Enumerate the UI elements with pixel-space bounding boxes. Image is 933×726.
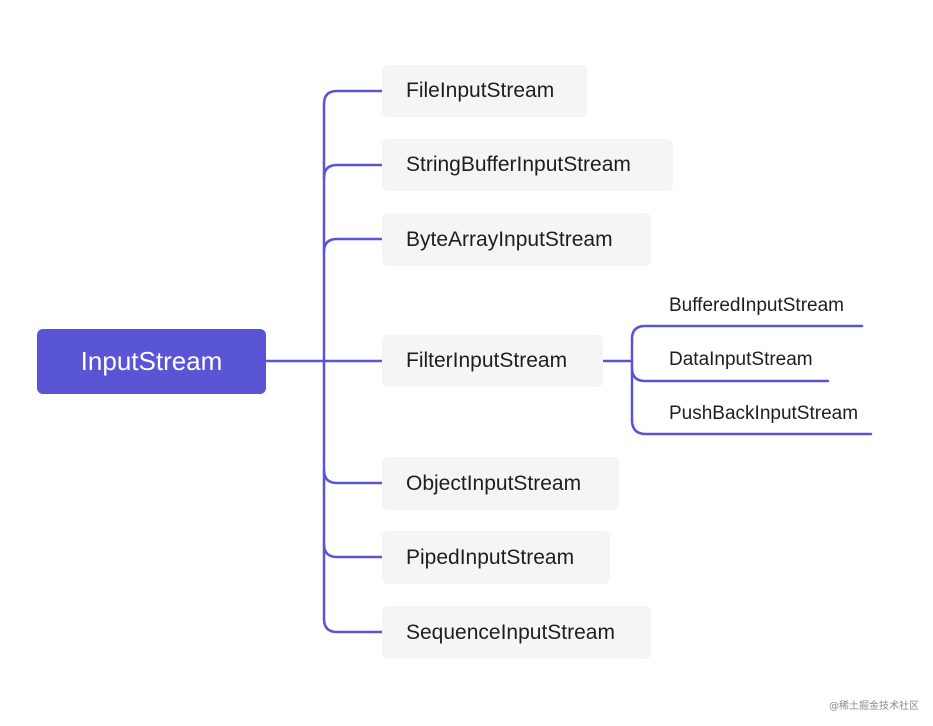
node-label: FilterInputStream — [406, 349, 568, 372]
connector-pushback — [630, 418, 873, 436]
connector-bytearray — [322, 237, 384, 254]
connector-stringbuffer — [322, 163, 384, 180]
node-filter-input-stream: FilterInputStream — [382, 335, 603, 387]
connector-sequence — [322, 617, 384, 634]
connector-object — [322, 468, 384, 485]
node-byte-array-input-stream: ByteArrayInputStream — [382, 213, 651, 266]
leaf-pushback-input-stream: PushBackInputStream — [669, 403, 859, 424]
node-string-buffer-input-stream: StringBufferInputStream — [382, 139, 673, 191]
node-label: ObjectInputStream — [406, 471, 582, 495]
node-label: SequenceInputStream — [406, 620, 615, 644]
node-label: StringBufferInputStream — [406, 153, 631, 176]
connector-file — [322, 89, 384, 106]
connector-piped — [322, 542, 384, 559]
leaf-data-input-stream: DataInputStream — [669, 349, 813, 370]
connector-data — [630, 366, 830, 383]
root-node: InputStream — [37, 329, 266, 394]
root-node-label: InputStream — [80, 346, 223, 376]
leaf-buffered-input-stream: BufferedInputStream — [669, 295, 844, 316]
node-label: ByteArrayInputStream — [406, 227, 613, 251]
node-piped-input-stream: PipedInputStream — [382, 531, 610, 584]
node-file-input-stream: FileInputStream — [382, 65, 587, 117]
node-label: PipedInputStream — [406, 545, 575, 569]
connector-buffered — [630, 324, 864, 341]
node-sequence-input-stream: SequenceInputStream — [382, 606, 651, 659]
node-object-input-stream: ObjectInputStream — [382, 457, 619, 510]
node-label: FileInputStream — [406, 79, 555, 102]
watermark: @稀土掘金技术社区 — [829, 701, 919, 712]
